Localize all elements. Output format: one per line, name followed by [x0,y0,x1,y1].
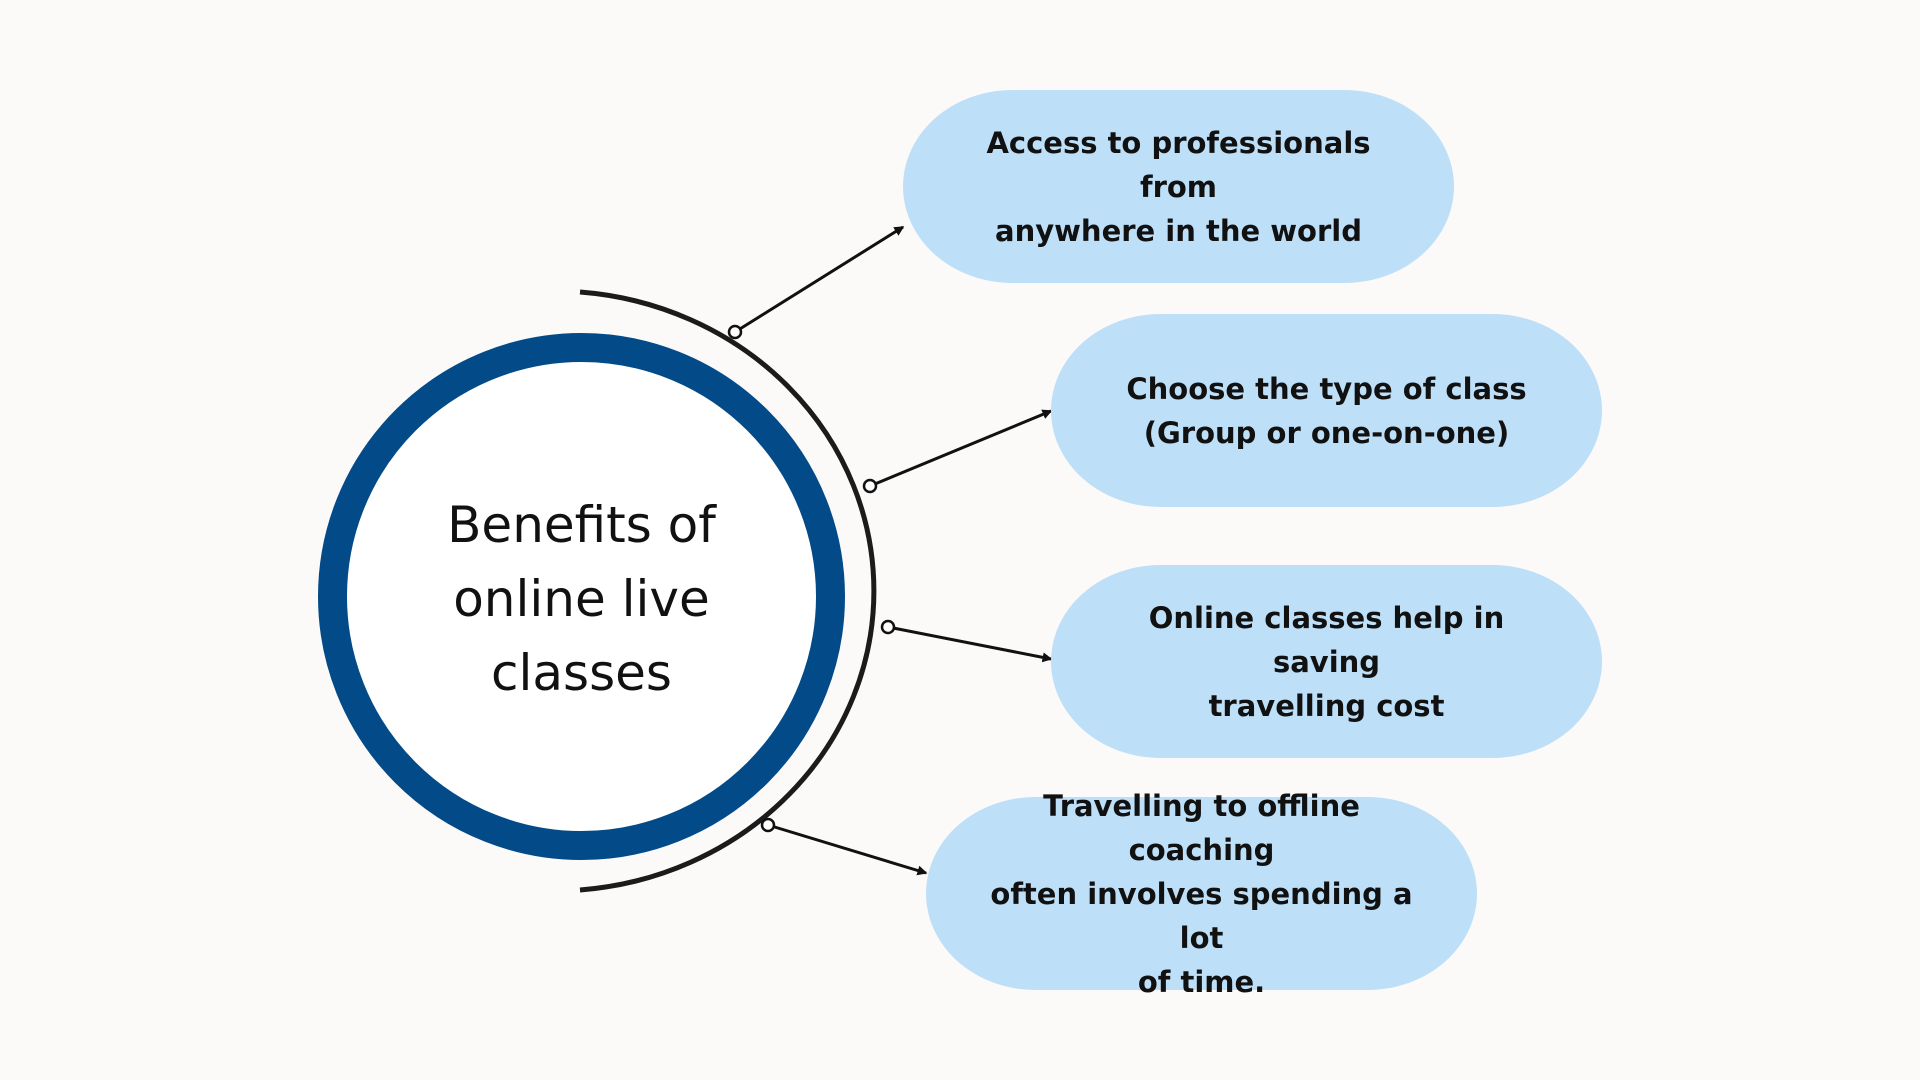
connector-dot-2 [862,478,878,494]
benefit-label-1: Access to professionals from anywhere in… [986,125,1371,248]
benefit-label-3: Online classes help in saving travelling… [1148,600,1505,723]
benefit-node-1: Access to professionals from anywhere in… [903,90,1454,283]
connector-arrow-4 [767,823,928,876]
benefit-label-4: Travelling to offline coaching often inv… [990,788,1413,999]
connector-dot-1 [727,324,743,340]
connector-dot-4 [760,817,776,833]
benefit-label-2: Choose the type of class (Group or one-o… [1126,371,1527,450]
benefit-node-4: Travelling to offline coaching often inv… [926,789,1477,999]
central-topic-label: Benefits of online live classes [447,495,716,702]
benefit-node-2: Choose the type of class (Group or one-o… [1051,314,1602,507]
central-topic-circle: Benefits of online live classes [318,333,845,860]
connector-arrow-3 [887,625,1053,663]
connector-arrow-1 [734,225,905,334]
connector-arrow-2 [869,409,1053,488]
connector-dot-3 [880,619,896,635]
benefit-node-3: Online classes help in saving travelling… [1051,565,1602,758]
